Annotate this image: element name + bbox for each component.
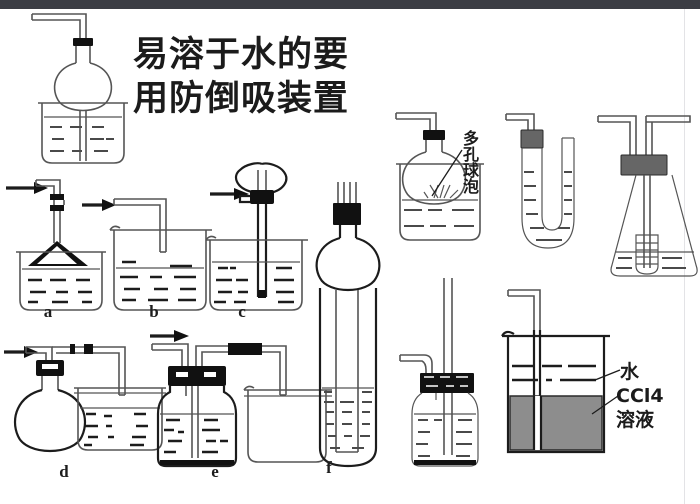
fig-d-flask-beaker xyxy=(4,344,166,453)
label-ccl4: CCl4 xyxy=(616,385,664,407)
caption-e: e xyxy=(211,462,219,481)
fig-erlenmeyer xyxy=(597,115,698,277)
ccl4-leader xyxy=(591,395,619,415)
fig-f-bulb-tube xyxy=(315,182,381,468)
page-title: 易溶于水的要 用防倒吸装置 xyxy=(133,35,350,119)
label-porous-bubbler: 多孔球泡 xyxy=(460,130,479,194)
caption-f: f xyxy=(326,458,332,477)
caption-c: c xyxy=(238,302,246,321)
fig-u-tube xyxy=(505,113,575,249)
fig-top-left-flask-beaker xyxy=(31,13,128,164)
label-water: 水 xyxy=(620,361,640,383)
caption-b: b xyxy=(149,302,159,321)
fig-a-funnel xyxy=(6,179,106,311)
fig-b-tube xyxy=(82,198,212,311)
fig-ccl4-beaker xyxy=(501,289,621,454)
right-rule-line xyxy=(684,9,685,504)
fig-gas-washing-bottle xyxy=(399,278,479,467)
water-leader xyxy=(594,369,621,381)
top-bar xyxy=(0,0,700,9)
caption-d: d xyxy=(59,462,69,481)
porous-bubbler-leader xyxy=(431,149,463,197)
label-solution: 溶液 xyxy=(616,409,655,431)
caption-a: a xyxy=(43,302,53,321)
fig-e-bottle-beaker xyxy=(150,330,332,468)
fig-flask-bubbler xyxy=(395,112,484,241)
fig-c-bulb xyxy=(205,162,308,311)
